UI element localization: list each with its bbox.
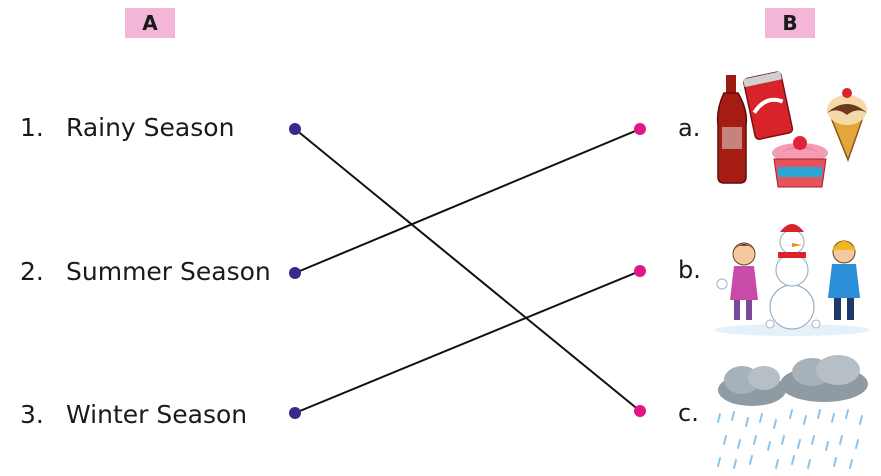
- raindrops: [717, 409, 863, 469]
- winter-snowman-image: [714, 224, 870, 336]
- left-item-1: 1. Rainy Season: [20, 113, 234, 143]
- cloud-left-icon: [718, 366, 786, 406]
- left-item-2: 2. Summer Season: [20, 257, 271, 287]
- boy-child-icon: [828, 240, 860, 320]
- right-dot-a[interactable]: [634, 123, 646, 135]
- column-b-header: B: [765, 8, 815, 38]
- column-a-header: A: [125, 8, 175, 38]
- item-number: 2.: [20, 257, 44, 286]
- left-dot-3[interactable]: [289, 407, 301, 419]
- cloud-right-icon: [780, 355, 868, 402]
- girl-child-icon: [716, 242, 758, 320]
- right-dot-c[interactable]: [634, 405, 646, 417]
- right-letter-a: a.: [678, 114, 701, 142]
- ice-cream-cup-icon: [772, 136, 828, 188]
- match-line-2-a: [294, 128, 641, 274]
- left-dot-1[interactable]: [289, 123, 301, 135]
- ice-cream-cone-icon: [827, 88, 867, 163]
- bottle-neck: [726, 75, 736, 93]
- left-item-3: 3. Winter Season: [20, 400, 247, 430]
- item-label: Summer Season: [66, 257, 271, 286]
- item-label: Rainy Season: [66, 113, 235, 142]
- summer-treats-image: [716, 71, 867, 188]
- soda-can-icon: [743, 71, 794, 140]
- match-line-1-c: [294, 128, 641, 412]
- snowman-icon: [769, 224, 815, 330]
- item-number: 3.: [20, 400, 44, 429]
- match-line-3-b: [294, 270, 641, 414]
- item-label: Winter Season: [66, 400, 248, 429]
- item-number: 1.: [20, 113, 44, 142]
- right-letter-b: b.: [678, 256, 701, 284]
- bottle-label: [722, 127, 742, 149]
- snow-ground: [714, 324, 870, 336]
- right-letter-c: c.: [678, 399, 699, 427]
- right-dot-b[interactable]: [634, 265, 646, 277]
- rain-cloud-image: [712, 355, 872, 472]
- left-dot-2[interactable]: [289, 267, 301, 279]
